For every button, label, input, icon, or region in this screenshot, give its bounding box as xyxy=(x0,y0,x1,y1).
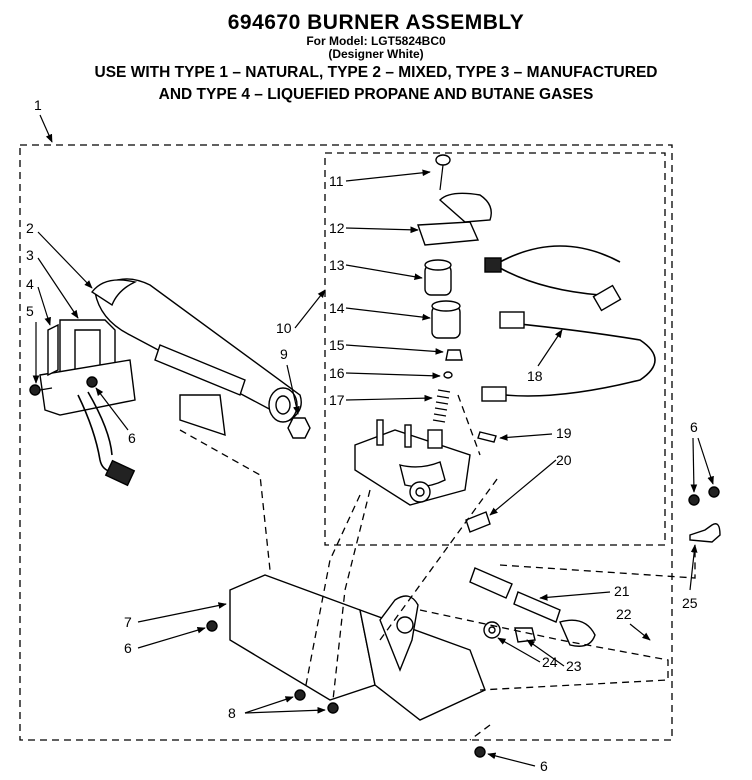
valve-parts-15-17 xyxy=(432,349,463,423)
guide-lines xyxy=(179,394,696,741)
callout-6-base: 6 xyxy=(124,640,132,656)
callout-17: 17 xyxy=(329,392,345,408)
callout-5: 5 xyxy=(26,303,34,319)
callout-7: 7 xyxy=(124,614,132,630)
usage-line-2: AND TYPE 4 – LIQUEFIED PROPANE AND BUTAN… xyxy=(158,86,594,103)
screw-9 xyxy=(287,417,311,439)
callout-24: 24 xyxy=(542,654,558,670)
assembly-boundary xyxy=(19,144,673,741)
diagram-title: 694670 BURNER ASSEMBLY xyxy=(227,11,525,34)
callout-14: 14 xyxy=(329,300,345,316)
burner-tube xyxy=(90,278,302,423)
callout-18: 18 xyxy=(527,368,543,384)
callout-1: 1 xyxy=(34,97,42,113)
burner-bracket xyxy=(39,319,136,416)
callout-11: 11 xyxy=(329,173,344,189)
screw-6a xyxy=(86,376,98,388)
valve-screw-11 xyxy=(435,154,451,191)
callout-6-bottom: 6 xyxy=(540,758,548,774)
color-line: (Designer White) xyxy=(328,47,424,61)
callout-20: 20 xyxy=(556,452,572,468)
callout-16: 16 xyxy=(329,365,345,381)
callout-2: 2 xyxy=(26,220,34,236)
flame-sensor xyxy=(154,344,246,437)
callout-13: 13 xyxy=(329,257,345,273)
bracket-screws xyxy=(206,620,486,758)
pipe-21 xyxy=(469,567,561,623)
coil-14 xyxy=(431,300,461,339)
callout-21: 21 xyxy=(614,583,630,599)
callout-23: 23 xyxy=(566,658,582,674)
model-line: For Model: LGT5824BC0 xyxy=(306,34,446,48)
callout-19: 19 xyxy=(556,425,572,441)
usage-line-1: USE WITH TYPE 1 – NATURAL, TYPE 2 – MIXE… xyxy=(94,64,658,81)
callout-10: 10 xyxy=(276,320,292,336)
callout-25: 25 xyxy=(682,595,698,611)
valve-subassembly-boundary xyxy=(324,152,666,546)
fitting-20 xyxy=(465,511,491,533)
callout-3: 3 xyxy=(26,247,34,263)
screw-19 xyxy=(477,431,497,443)
harness-18 xyxy=(481,245,656,402)
orifice-parts-22-24 xyxy=(483,619,596,647)
callout-12: 12 xyxy=(329,220,345,236)
callout-6-clamp: 6 xyxy=(690,419,698,435)
callout-9: 9 xyxy=(280,346,288,362)
coil-13 xyxy=(424,259,452,296)
igniter xyxy=(47,323,136,487)
callout-6-bracket: 6 xyxy=(128,430,136,446)
burner-base-bracket xyxy=(229,574,486,721)
gas-valve xyxy=(354,419,471,506)
callout-8: 8 xyxy=(228,705,236,721)
screw-5 xyxy=(29,384,53,396)
coil-bracket-12 xyxy=(417,192,492,246)
callout-15: 15 xyxy=(329,337,345,353)
clamp-25 xyxy=(688,486,721,543)
callout-4: 4 xyxy=(26,276,34,292)
callout-22: 22 xyxy=(616,606,632,622)
leader-lines xyxy=(32,114,714,767)
